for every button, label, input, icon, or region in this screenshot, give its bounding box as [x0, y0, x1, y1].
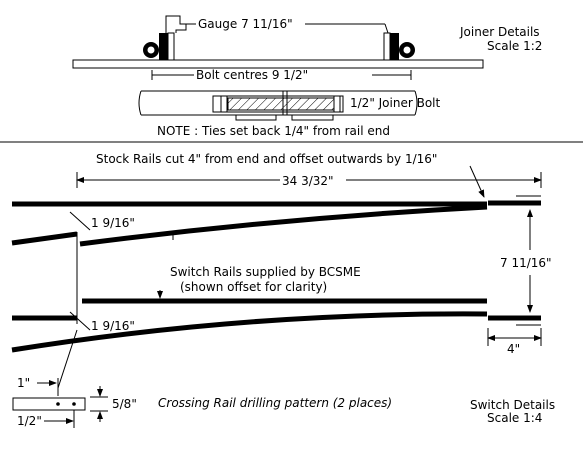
- joiner-bar: [212, 95, 344, 113]
- joiner-note: NOTE : Ties set back 1/4" from rail end: [157, 124, 390, 138]
- gauge-hook: [165, 15, 187, 33]
- upper-closure-rail: [11, 231, 78, 246]
- upper-switch-rail: [79, 204, 488, 247]
- crossing-dim-1in: 1": [17, 376, 30, 390]
- switch-gauge-label: 7 11/16": [500, 256, 552, 270]
- bolt-centres-label: Bolt centres 9 1/2": [196, 68, 308, 82]
- joiner-title: Joiner Details: [459, 25, 540, 39]
- switch-rails-note-1: Switch Rails supplied by BCSME: [170, 265, 361, 279]
- crossing-dim-half: 1/2": [17, 414, 42, 428]
- crossing-dim-5-8: 5/8": [112, 397, 137, 411]
- left-rail-block: [159, 33, 168, 60]
- joiner-details: Joiner Details Scale 1:2 Gauge 7 11/16" …: [72, 15, 542, 138]
- switch-details: Stock Rails cut 4" from end and offset o…: [11, 152, 555, 425]
- switch-rails-note-2: (shown offset for clarity): [180, 280, 327, 294]
- crossing-rail-plan: [12, 397, 86, 411]
- crossing-drilling: 1" 1/2" 5/8" Crossing Rail drilling patt…: [12, 376, 392, 428]
- tie-plate: [72, 59, 484, 69]
- upper-offset-label: 1 9/16": [91, 216, 135, 230]
- stock-rails-note: Stock Rails cut 4" from end and offset o…: [96, 152, 437, 166]
- crossing-label: Crossing Rail drilling pattern (2 places…: [158, 396, 392, 410]
- switch-length-label: 34 3/32": [282, 174, 334, 188]
- joiner-hatch: [227, 97, 335, 111]
- joiner-gauge-label: Gauge 7 11/16": [198, 17, 293, 31]
- end-length-label: 4": [507, 342, 520, 356]
- switch-title: Switch Details: [470, 398, 555, 412]
- lower-offset-label: 1 9/16": [91, 319, 135, 333]
- switch-scale: Scale 1:4: [487, 411, 542, 425]
- lower-curved-rail: [11, 311, 488, 353]
- drill-hole-2: [72, 402, 76, 406]
- joiner-bolt-label: 1/2" Joiner Bolt: [350, 96, 441, 110]
- right-rail-block: [390, 33, 399, 60]
- drill-hole-1: [56, 402, 60, 406]
- joiner-scale: Scale 1:2: [487, 39, 542, 53]
